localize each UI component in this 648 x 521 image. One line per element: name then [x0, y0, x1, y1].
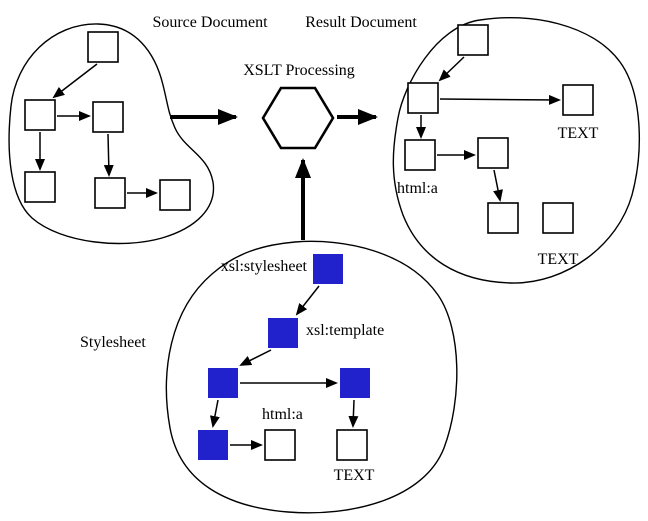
result-document-boundary: [392, 17, 640, 284]
xsl-stylesheet-label: xsl:stylesheet: [221, 258, 308, 275]
source-node-child-2: [92, 101, 124, 133]
xslt-processor-hexagon: [261, 86, 335, 150]
xslt-processing-label: XSLT Processing: [243, 62, 355, 79]
stylesheet-arrow-root-to-template: [295, 285, 320, 316]
stylesheet-node-xsl-template: [268, 318, 298, 348]
stylesheet-arrow-instruction-1-down: [209, 399, 220, 428]
stylesheet-arrow-instruction-2-down: [348, 399, 359, 428]
stylesheet-node-text: [336, 429, 368, 461]
source-document-label: Source Document: [152, 14, 268, 31]
stylesheet-node-instruction-1: [208, 368, 238, 398]
result-node-grandchild-1: [487, 202, 519, 234]
result-node-child-2: [477, 137, 509, 169]
stylesheet-node-instruction-3: [198, 430, 228, 460]
result-node-root: [457, 24, 489, 56]
source-node-root: [87, 31, 119, 63]
result-text-bottom-label: TEXT: [538, 251, 579, 268]
source-arrow-child-2-down: [103, 133, 114, 177]
result-node-child-1: [407, 82, 439, 114]
source-node-grandchild-2: [94, 177, 126, 209]
stylesheet-node-instruction-2: [340, 368, 370, 398]
source-node-grandchild-1: [24, 171, 56, 203]
result-arrow-child-1-to-text: [439, 94, 561, 105]
stylesheet-node-html-a: [264, 429, 296, 461]
xsl-template-label: xsl:template: [306, 322, 384, 339]
stylesheet-node-xsl-stylesheet: [313, 254, 343, 284]
result-node-text-bottom: [542, 202, 574, 234]
stylesheet-group-label: Stylesheet: [80, 334, 146, 351]
stylesheet-arrow-template-to-instruction-1: [239, 349, 272, 366]
result-arrow-child-2-down: [493, 169, 503, 202]
result-document-label: Result Document: [305, 14, 417, 31]
source-document-boundary: [8, 23, 215, 245]
source-arrow-root-to-child-1: [52, 63, 98, 99]
result-node-html-a: [404, 139, 436, 171]
stylesheet-text-label: TEXT: [334, 467, 375, 484]
result-html-a-label: html:a: [397, 180, 438, 197]
stylesheet-html-a-label: html:a: [262, 406, 303, 423]
source-node-child-1: [24, 99, 56, 131]
stylesheet-boundary: [165, 240, 458, 514]
result-text-top-label: TEXT: [558, 125, 599, 142]
result-arrow-root-to-child-1: [438, 56, 465, 82]
source-node-grandchild-3: [159, 179, 191, 211]
result-node-text-top: [562, 84, 594, 116]
